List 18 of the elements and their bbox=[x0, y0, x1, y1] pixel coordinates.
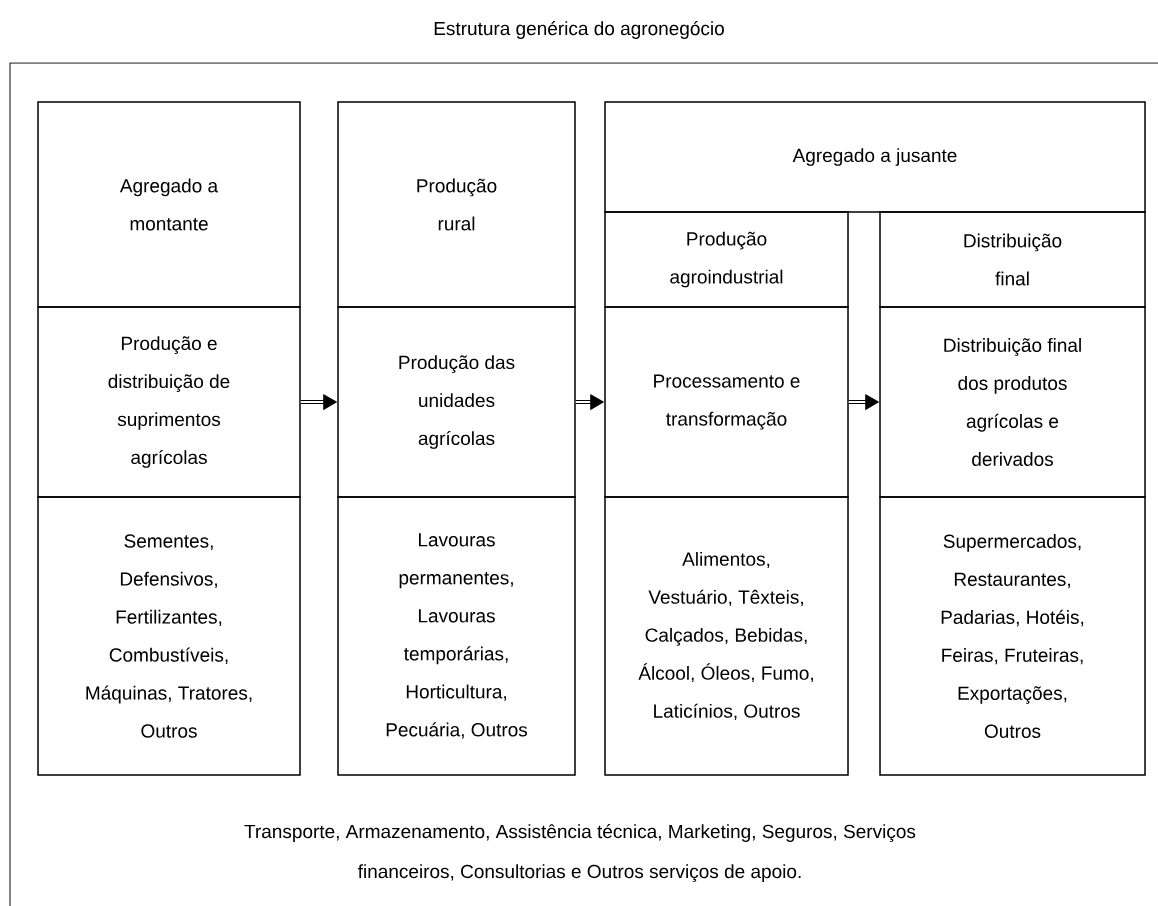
list-cell: Lavouras permanentes, Lavouras temporárias, Horticultura, Pecuária, Outros bbox=[337, 496, 576, 776]
header-cell: Produção agroindustrial bbox=[604, 211, 849, 308]
stage-cell: Produção e distribuição de suprimentos agrícolas bbox=[37, 306, 301, 498]
footer-note: Transporte, Armazenamento, Assistência técnica, Marketing, Seguros, Serviços financeiros, Consultorias e Outros serviços de apoio. bbox=[244, 824, 916, 882]
list-cell: Sementes, Defensivos, Fertilizantes, Combustíveis, Máquinas, Tratores, Outros bbox=[37, 496, 301, 776]
header-cell: Agregado a montante bbox=[37, 101, 301, 308]
arrow bbox=[847, 394, 879, 410]
header-cell: Produção rural bbox=[337, 101, 576, 308]
list-cell: Alimentos, Vestuário, Têxteis, Calçados, Bebidas, Álcool, Óleos, Fumo, Laticínios, Outros bbox=[604, 496, 849, 776]
list-cell: Supermercados, Restaurantes, Padarias, Hotéis, Feiras, Fruteiras, Exportações, Outros bbox=[879, 496, 1146, 776]
title: Estrutura genérica do agronegócio bbox=[434, 21, 724, 39]
arrow bbox=[299, 394, 337, 410]
arrow bbox=[574, 394, 604, 410]
stage-cell: Processamento e transformação bbox=[604, 306, 849, 498]
header-cell: Agregado a jusante bbox=[604, 101, 1146, 213]
stage-cell: Produção das unidades agrícolas bbox=[337, 306, 576, 498]
stage-cell: Distribuição final dos produtos agrícolas e derivados bbox=[879, 306, 1146, 498]
header-cell: Distribuição final bbox=[879, 211, 1146, 308]
